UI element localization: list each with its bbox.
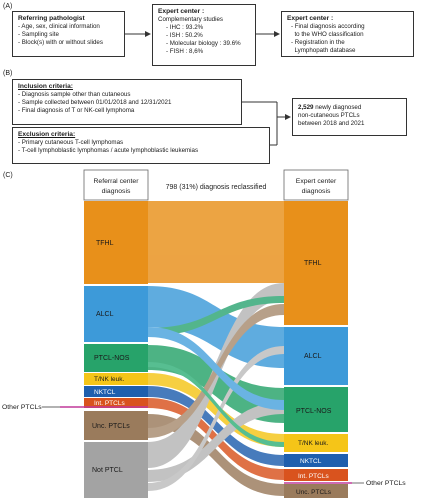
left-label-unc: Unc. PTCLs [92, 423, 130, 430]
referring-item: - Sampling site [18, 31, 59, 39]
left-label-tfhl: TFHL [96, 240, 114, 247]
right-label-ptcl-nos: PTCL-NOS [296, 408, 332, 415]
expert1-item: - IHC : 93.2% [166, 24, 204, 32]
panel-c-label: (C) [3, 172, 13, 179]
flow-alcl-nos [148, 327, 284, 410]
right-label-int: Int. PTCLs [298, 473, 329, 480]
expert1-item: - ISH : 50.2% [166, 32, 203, 40]
left-node-nktcl [84, 386, 148, 397]
result-text-3: between 2018 and 2021 [298, 119, 365, 127]
left-header-line-2: diagnosis [102, 188, 131, 195]
expert2-item: Lymphopath database [291, 47, 356, 55]
expert2-item: to the WHO classification [291, 31, 364, 39]
expert2-item: - Final diagnosis according [291, 23, 365, 31]
left-nodes [84, 201, 148, 498]
left-node-unc [84, 411, 148, 440]
expert-center-final-box: Expert center : - Final diagnosis accord… [281, 11, 414, 57]
result-text-1: newly diagnosed [313, 104, 362, 111]
middle-header: 798 (31%) diagnosis reclassified [166, 184, 267, 191]
left-node-int [84, 398, 148, 408]
expert-center-studies-box: Expert center : Complementary studies - … [152, 4, 256, 66]
right-node-int [284, 469, 348, 481]
flow-tfhl-tfhl [148, 201, 284, 283]
right-header-line-2: diagnosis [302, 188, 331, 195]
expert1-title: Expert center : [158, 8, 205, 15]
panel-b-label: (B) [3, 70, 13, 77]
right-node-tfhl [284, 201, 348, 325]
inclusion-item: - Final diagnosis of T or NK-cell lympho… [18, 107, 135, 115]
right-header-line-1: Expert center [296, 178, 337, 185]
panel-a-arrows [125, 31, 280, 37]
inclusion-criteria-box: Inclusion criteria: - Diagnosis sample o… [12, 79, 242, 125]
panel-a-label: (A) [3, 3, 13, 10]
result-box: 2,529 newly diagnosed non-cutaneous PTCL… [292, 98, 407, 136]
left-node-alcl [84, 286, 148, 342]
left-node-ptcl-nos [84, 344, 148, 372]
right-node-ptcl-nos [284, 387, 348, 432]
expert1-subtitle: Complementary studies [158, 16, 223, 24]
right-other-callout: Other PTCLs [366, 480, 406, 487]
exclusion-item: - T-cell lymphoblastic lymphomas / acute… [18, 147, 199, 155]
expert1-item: - Molecular biology : 39.6% [166, 40, 241, 48]
right-node-unc [284, 484, 348, 498]
referring-item: - Age, sex, clinical information [18, 23, 100, 31]
right-label-alcl: ALCL [304, 353, 322, 360]
flow-nos-tnk [148, 362, 284, 447]
left-label-notptcl: Not PTCL [92, 467, 123, 474]
right-node-nktcl [284, 454, 348, 467]
left-label-nktcl: NKTCL [94, 389, 116, 396]
left-node-notptcl [84, 442, 148, 498]
expert2-item: - Registration in the [291, 39, 345, 47]
right-label-tfhl: TFHL [304, 260, 322, 267]
flow-nos-tfhl [148, 296, 284, 336]
right-label-tnk: T/NK leuk. [298, 440, 329, 447]
left-label-ptcl-nos: PTCL-NOS [94, 355, 130, 362]
referring-pathologist-box: Referring pathologist - Age, sex, clinic… [12, 11, 125, 57]
flow-nktcl-nktcl [148, 386, 284, 466]
left-other-callout: Other PTCLs [2, 404, 42, 411]
inclusion-item: - Sample collected between 01/01/2018 an… [18, 99, 172, 107]
flow-tnk-tnk [148, 373, 284, 447]
right-nodes [284, 201, 348, 498]
flow-alcl-alcl [148, 286, 284, 368]
exclusion-title: Exclusion criteria: [18, 131, 76, 138]
right-label-unc: Unc. PTCLs [296, 489, 332, 496]
referring-item: - Block(s) with or without slides [18, 39, 103, 47]
result-text-2: non-cutaneous PTCLs [298, 111, 360, 119]
right-node-labels: TFHL ALCL PTCL-NOS T/NK leuk. NKTCL Int.… [296, 260, 332, 496]
left-header-line-1: Referral center [94, 178, 140, 185]
flow-notptcl-nos [148, 402, 284, 482]
expert1-item: - FISH : 8,6% [166, 48, 204, 56]
left-header-box [83, 169, 149, 201]
exclusion-item: - Primary cutaneous T-cell lymphomas [18, 139, 124, 147]
expert2-title: Expert center : [287, 15, 334, 22]
panel-b-connectors [242, 101, 291, 146]
flow-bands [148, 201, 284, 496]
left-label-tnk: T/NK leuk. [94, 376, 125, 383]
left-node-tnk [84, 373, 148, 385]
right-node-alcl [284, 327, 348, 385]
right-node-tnk [284, 434, 348, 452]
exclusion-criteria-box: Exclusion criteria: - Primary cutaneous … [12, 127, 270, 164]
inclusion-item: - Diagnosis sample other than cutaneous [18, 91, 131, 99]
left-node-tfhl [84, 201, 148, 284]
inclusion-title: Inclusion criteria: [18, 83, 73, 90]
right-header-box [283, 169, 349, 201]
left-node-labels: TFHL ALCL PTCL-NOS T/NK leuk. NKTCL Int.… [92, 240, 130, 474]
left-label-int: Int. PTCLs [94, 400, 125, 407]
left-label-alcl: ALCL [96, 311, 114, 318]
referring-title: Referring pathologist [18, 15, 85, 22]
flow-notptcl-alcl [148, 346, 284, 491]
result-count: 2,529 [298, 104, 314, 111]
right-label-nktcl: NKTCL [300, 458, 322, 465]
